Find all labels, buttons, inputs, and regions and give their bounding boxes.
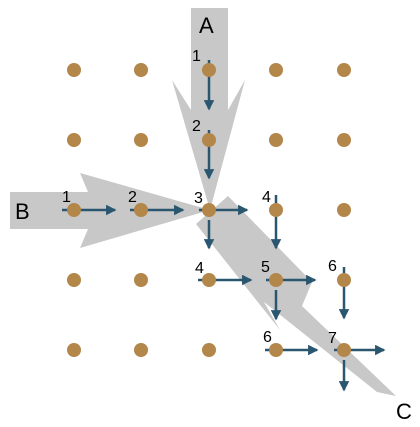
grid-node [337,203,351,217]
grid-node [202,343,216,357]
endpoint-labels: A B C [15,13,412,424]
step-label-l6: 6 [263,329,272,346]
step-label-r6: 6 [328,258,337,275]
grid-node [269,343,283,357]
grid-node [134,203,148,217]
grid-node [67,343,81,357]
step-label-center7: 7 [328,330,337,347]
grid-node [134,343,148,357]
label-c: C [396,399,412,424]
grid-node [134,273,148,287]
flow-arrow-c [196,196,396,396]
grid-node [67,133,81,147]
grid-nodes [67,63,351,357]
step-label-a1: 1 [192,48,201,65]
grid-node [202,133,216,147]
grid-node [202,63,216,77]
grid-node [134,133,148,147]
step-label-b2: 2 [128,189,137,206]
grid-node [269,63,283,77]
grid-node [337,63,351,77]
grid-node [337,343,351,357]
grid-node [202,203,216,217]
grid-node [67,63,81,77]
grid-node [269,133,283,147]
grid-node [67,203,81,217]
step-labels: 1 2 1 2 3 4 4 5 6 6 7 [62,48,337,347]
grid-node [134,63,148,77]
step-label-center5: 5 [261,259,270,276]
label-a: A [199,13,214,38]
grid-node [269,203,283,217]
grid-node [337,133,351,147]
grid-node [269,273,283,287]
step-label-b1: 1 [62,189,71,206]
step-label-r4: 4 [262,189,271,206]
grid-node [67,273,81,287]
grid-node [202,273,216,287]
step-label-a2: 2 [192,118,201,135]
step-label-center3: 3 [194,190,203,207]
step-label-d4: 4 [195,260,204,277]
label-b: B [15,199,30,224]
grid-node [337,273,351,287]
